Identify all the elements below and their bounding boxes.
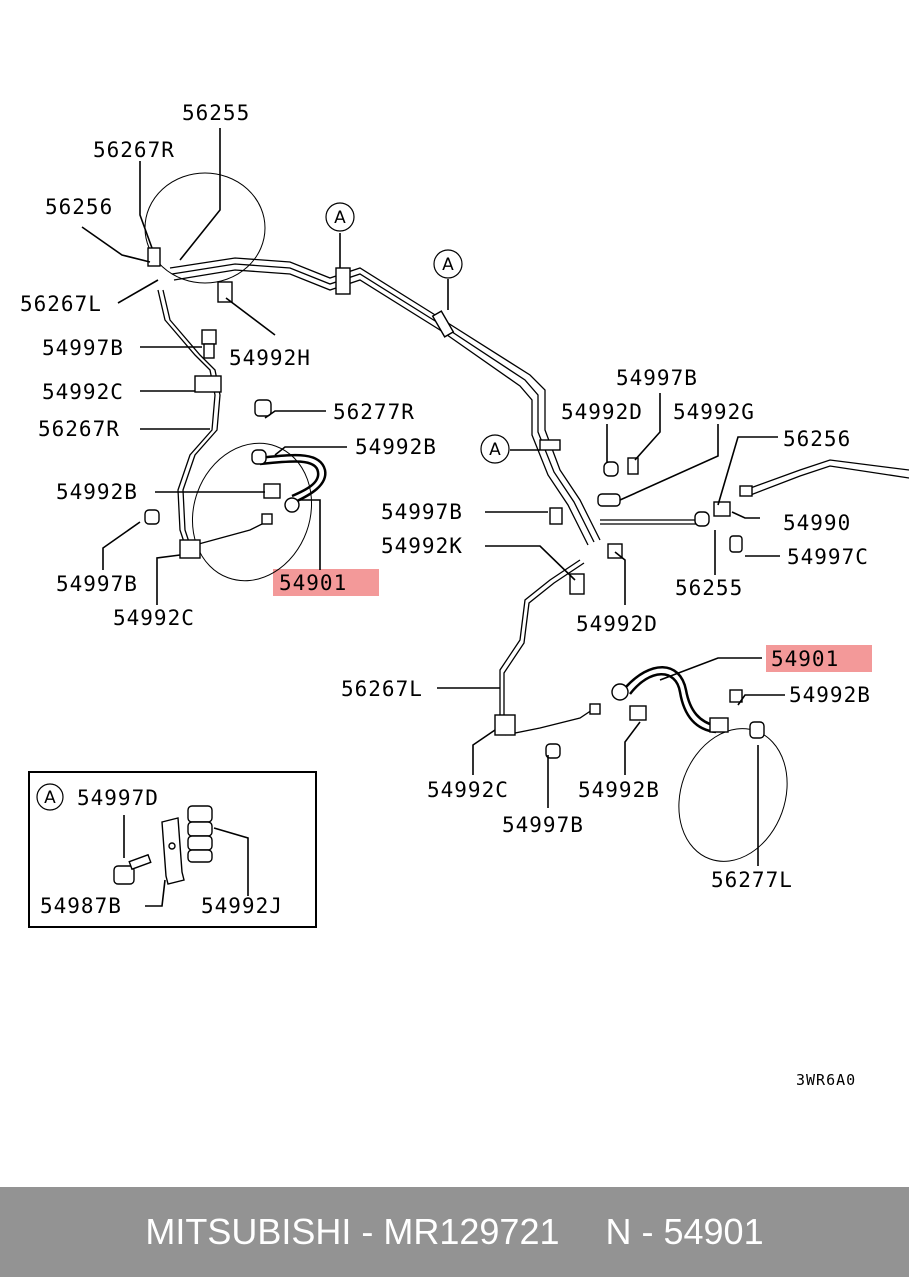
- label-inset-54992J: 54992J: [201, 894, 283, 918]
- label-54992C-2: 54992C: [113, 606, 195, 630]
- highlight-54901-right: [766, 645, 872, 672]
- label-54901-left: 54901: [279, 571, 347, 595]
- label-56267R-2: 56267R: [38, 417, 120, 441]
- label-54992C-1: 54992C: [42, 380, 124, 404]
- inset-detail-a: A 54997D 54987B 54992J: [28, 771, 317, 928]
- svg-text:A: A: [44, 788, 56, 808]
- svg-text:A: A: [442, 255, 454, 275]
- small-parts: [144, 247, 765, 759]
- label-54992G: 54992G: [673, 400, 755, 424]
- clip-54992J: [187, 805, 213, 863]
- svg-text:A: A: [489, 440, 501, 460]
- highlight-54901-left: [273, 569, 379, 596]
- leader-lines: [81, 128, 785, 866]
- label-56267L-2: 56267L: [341, 677, 423, 701]
- label-56256-right: 56256: [783, 427, 851, 451]
- bolt-54997D: [113, 853, 152, 885]
- label-54997B-2: 54997B: [56, 572, 138, 596]
- label-54990: 54990: [783, 511, 851, 535]
- marker-inset-a: A: [36, 783, 64, 811]
- detail-ellipse-right: [678, 728, 788, 862]
- label-54997B-3: 54997B: [616, 366, 698, 390]
- label-54992B-1: 54992B: [355, 435, 437, 459]
- marker-a1: A: [325, 202, 355, 232]
- label-56267L-left: 56267L: [20, 292, 102, 316]
- label-54997B-5: 54997B: [502, 813, 584, 837]
- label-56277L: 56277L: [711, 868, 793, 892]
- svg-text:A: A: [334, 208, 346, 228]
- label-54997B-4: 54997B: [381, 500, 463, 524]
- label-inset-54987B: 54987B: [40, 894, 122, 918]
- label-54997B-1: 54997B: [42, 336, 124, 360]
- label-54992D-2: 54992D: [576, 612, 658, 636]
- label-54997C: 54997C: [787, 545, 869, 569]
- bracket-54987B: [161, 817, 185, 885]
- label-54992B-3: 54992B: [789, 683, 871, 707]
- label-56256-left: 56256: [45, 195, 113, 219]
- label-54992H: 54992H: [229, 346, 311, 370]
- brake-pipes: [157, 257, 909, 736]
- footer-reference-number: N - 54901: [605, 1211, 764, 1252]
- footer-bar: MITSUBISHI - MR129721 N - 54901: [0, 1187, 909, 1277]
- label-56267R-top: 56267R: [93, 138, 175, 162]
- label-56277R: 56277R: [333, 400, 415, 424]
- marker-a2: A: [433, 249, 463, 279]
- label-54992D-1: 54992D: [561, 400, 643, 424]
- label-56255-top: 56255: [182, 101, 250, 125]
- label-54992B-2: 54992B: [56, 480, 138, 504]
- marker-a3: A: [480, 434, 510, 464]
- label-54992K: 54992K: [381, 534, 463, 558]
- label-54992C-3: 54992C: [427, 778, 509, 802]
- label-56255-right: 56255: [675, 576, 743, 600]
- label-inset-54997D: 54997D: [77, 786, 159, 810]
- footer-part-number: MITSUBISHI - MR129721: [145, 1211, 560, 1252]
- diagram-code: 3WR6A0: [796, 1071, 856, 1089]
- label-54901-right: 54901: [771, 647, 839, 671]
- label-54992B-4: 54992B: [578, 778, 660, 802]
- brake-line-parts-diagram: A A A 56255 56267R 56256 56267L 54997B 5…: [20, 101, 909, 1089]
